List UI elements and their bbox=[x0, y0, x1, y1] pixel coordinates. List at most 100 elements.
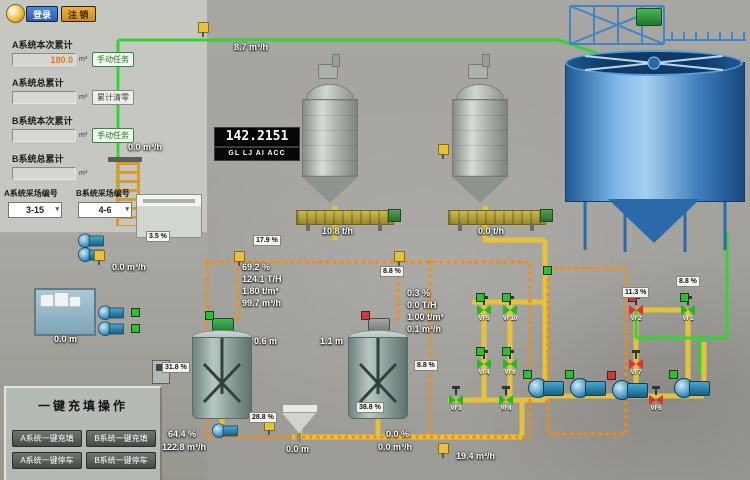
valve-stem bbox=[632, 350, 640, 359]
status-indicator bbox=[523, 370, 532, 379]
flowmeter-icon bbox=[198, 22, 209, 37]
valve-stem bbox=[652, 386, 660, 395]
mixer-b-level-reading: 1.1 m bbox=[320, 336, 344, 346]
right-lower-chip: 11.3 % bbox=[622, 287, 650, 298]
a-grand-total-field[interactable] bbox=[12, 91, 76, 104]
valve-label: VF4 bbox=[478, 370, 490, 376]
cement-silo-b bbox=[452, 84, 508, 203]
rake-arms-icon bbox=[584, 55, 724, 71]
b-grand-total-unit: m³ bbox=[79, 170, 88, 177]
valve-vf7[interactable]: VF7 bbox=[629, 350, 643, 376]
pump-motor bbox=[543, 381, 564, 396]
status-indicator bbox=[543, 266, 552, 275]
pump-motor bbox=[222, 425, 238, 437]
cement-silo-a bbox=[302, 84, 358, 203]
b-one-key-stop-button[interactable]: B系统一键停车 bbox=[86, 452, 156, 469]
a-current-total-label: A系统本次累计 bbox=[12, 40, 73, 50]
valve-label: VF9 bbox=[504, 370, 516, 376]
distribution-funnel bbox=[282, 404, 318, 442]
valve-vf10[interactable]: VF10 bbox=[503, 296, 517, 322]
b-stope-number-label: B系统采场编号 bbox=[76, 189, 130, 198]
a-stope-number-select[interactable]: 3-15 ▾ bbox=[8, 202, 62, 218]
b-one-key-fill-button[interactable]: B系统一键充填 bbox=[86, 430, 156, 447]
one-key-panel: 一键充填操作 A系统一键充填 B系统一键充填 A系统一键停车 B系统一键停车 bbox=[4, 386, 162, 480]
valve-vf9[interactable]: VF9 bbox=[503, 350, 517, 376]
thickener-body bbox=[565, 62, 745, 202]
group-a-concentration: 69.2 % bbox=[242, 262, 271, 272]
pump-a-concentration: 64.4 % bbox=[168, 429, 197, 439]
group-b-throughput: 0.0 T/H bbox=[407, 300, 437, 310]
status-indicator bbox=[607, 371, 616, 380]
water-pump-2[interactable] bbox=[98, 320, 124, 336]
silo-body bbox=[452, 99, 508, 177]
line-flow-reading: 19.4 m³/h bbox=[456, 451, 496, 461]
pump-a-flow: 122.8 m³/h bbox=[162, 442, 207, 452]
valve-label: VF8 bbox=[500, 406, 512, 412]
pump-motor bbox=[689, 381, 710, 396]
group-b-flow: 0.1 m³/h bbox=[407, 324, 442, 334]
valve-label: VF1 bbox=[682, 316, 694, 322]
valve-vf5[interactable]: VF5 bbox=[477, 296, 491, 322]
density-meter-icon bbox=[394, 251, 405, 266]
flowmeter-icon bbox=[438, 443, 449, 458]
underflow-pump[interactable] bbox=[674, 376, 710, 398]
login-button[interactable]: 登录 bbox=[26, 6, 59, 22]
flowmeter-icon bbox=[94, 250, 105, 265]
pump-b-concentration: 0.0 % bbox=[386, 429, 410, 439]
valve-stem bbox=[502, 386, 510, 395]
mixer-b-out-chip: 38.8 % bbox=[356, 402, 384, 413]
silo-cone bbox=[302, 177, 358, 203]
a-clear-total-button[interactable]: 累计清零 bbox=[92, 90, 134, 105]
thickener-cone bbox=[608, 199, 700, 243]
a-one-key-stop-button[interactable]: A系统一键停车 bbox=[12, 452, 82, 469]
route-loop-right bbox=[546, 266, 628, 436]
left-flow-reading: 0.0 m³/h bbox=[128, 142, 163, 152]
mixer-a-discharge-pump[interactable] bbox=[212, 422, 238, 438]
a-manual-task-button[interactable]: 手动任务 bbox=[92, 52, 134, 67]
status-indicator bbox=[205, 311, 214, 320]
b-grand-total-field[interactable] bbox=[12, 167, 76, 180]
status-indicator bbox=[131, 324, 140, 333]
valve-vf2[interactable]: VF2 bbox=[629, 296, 643, 322]
filling-pump-3[interactable] bbox=[612, 378, 648, 400]
b-stope-number-select[interactable]: 4-6 ▾ bbox=[78, 202, 132, 218]
valve-label: VF10 bbox=[502, 316, 518, 322]
status-indicator bbox=[361, 311, 370, 320]
mixer-a-level-reading: 0.6 m bbox=[254, 336, 278, 346]
pump-motor bbox=[108, 323, 124, 335]
valve-vf8[interactable]: VF8 bbox=[499, 386, 513, 412]
feeder-a-motor bbox=[388, 209, 401, 222]
status-indicator bbox=[502, 293, 511, 302]
silo-b-vent-stack bbox=[482, 54, 490, 67]
mixer-a-out-chip: 28.8 % bbox=[249, 412, 277, 423]
logout-button[interactable]: 注 销 bbox=[61, 6, 96, 22]
top-flow-reading: 8.7 m³/h bbox=[234, 42, 269, 52]
valve-vf1[interactable]: VF1 bbox=[681, 296, 695, 322]
valve-label: VF7 bbox=[630, 370, 642, 376]
funnel-cone bbox=[282, 413, 316, 433]
a-stope-number-value: 3-15 bbox=[25, 205, 44, 215]
filling-pump-2[interactable] bbox=[570, 376, 606, 398]
a-one-key-fill-button[interactable]: A系统一键充填 bbox=[12, 430, 82, 447]
valve-label: VF5 bbox=[478, 316, 490, 322]
silo-b-feed-reading: 0.0 t/h bbox=[478, 226, 505, 236]
valve-vf3[interactable]: VF3 bbox=[449, 386, 463, 412]
a-current-total-field[interactable] bbox=[12, 53, 76, 66]
water-pump-1[interactable] bbox=[98, 304, 124, 320]
feeder-b-motor bbox=[540, 209, 553, 222]
one-key-title: 一键充填操作 bbox=[37, 399, 128, 413]
b-current-total-field[interactable] bbox=[12, 129, 76, 142]
valve-vf6[interactable]: VF6 bbox=[649, 386, 663, 412]
totalizer-code-display: GL LJ AI ACC bbox=[214, 147, 300, 161]
silo-dome bbox=[306, 84, 354, 99]
valve-vf4[interactable]: VF4 bbox=[477, 350, 491, 376]
valve-label: VF6 bbox=[650, 406, 662, 412]
mixer-a-side-chip: 31.8 % bbox=[162, 362, 190, 373]
silo-body bbox=[302, 99, 358, 177]
valve-label: VF3 bbox=[450, 406, 462, 412]
group-a-density: 1.80 t/m³ bbox=[242, 286, 279, 296]
filling-pump-1[interactable] bbox=[528, 376, 564, 398]
status-indicator bbox=[502, 347, 511, 356]
b-manual-task-button[interactable]: 手动任务 bbox=[92, 128, 134, 143]
